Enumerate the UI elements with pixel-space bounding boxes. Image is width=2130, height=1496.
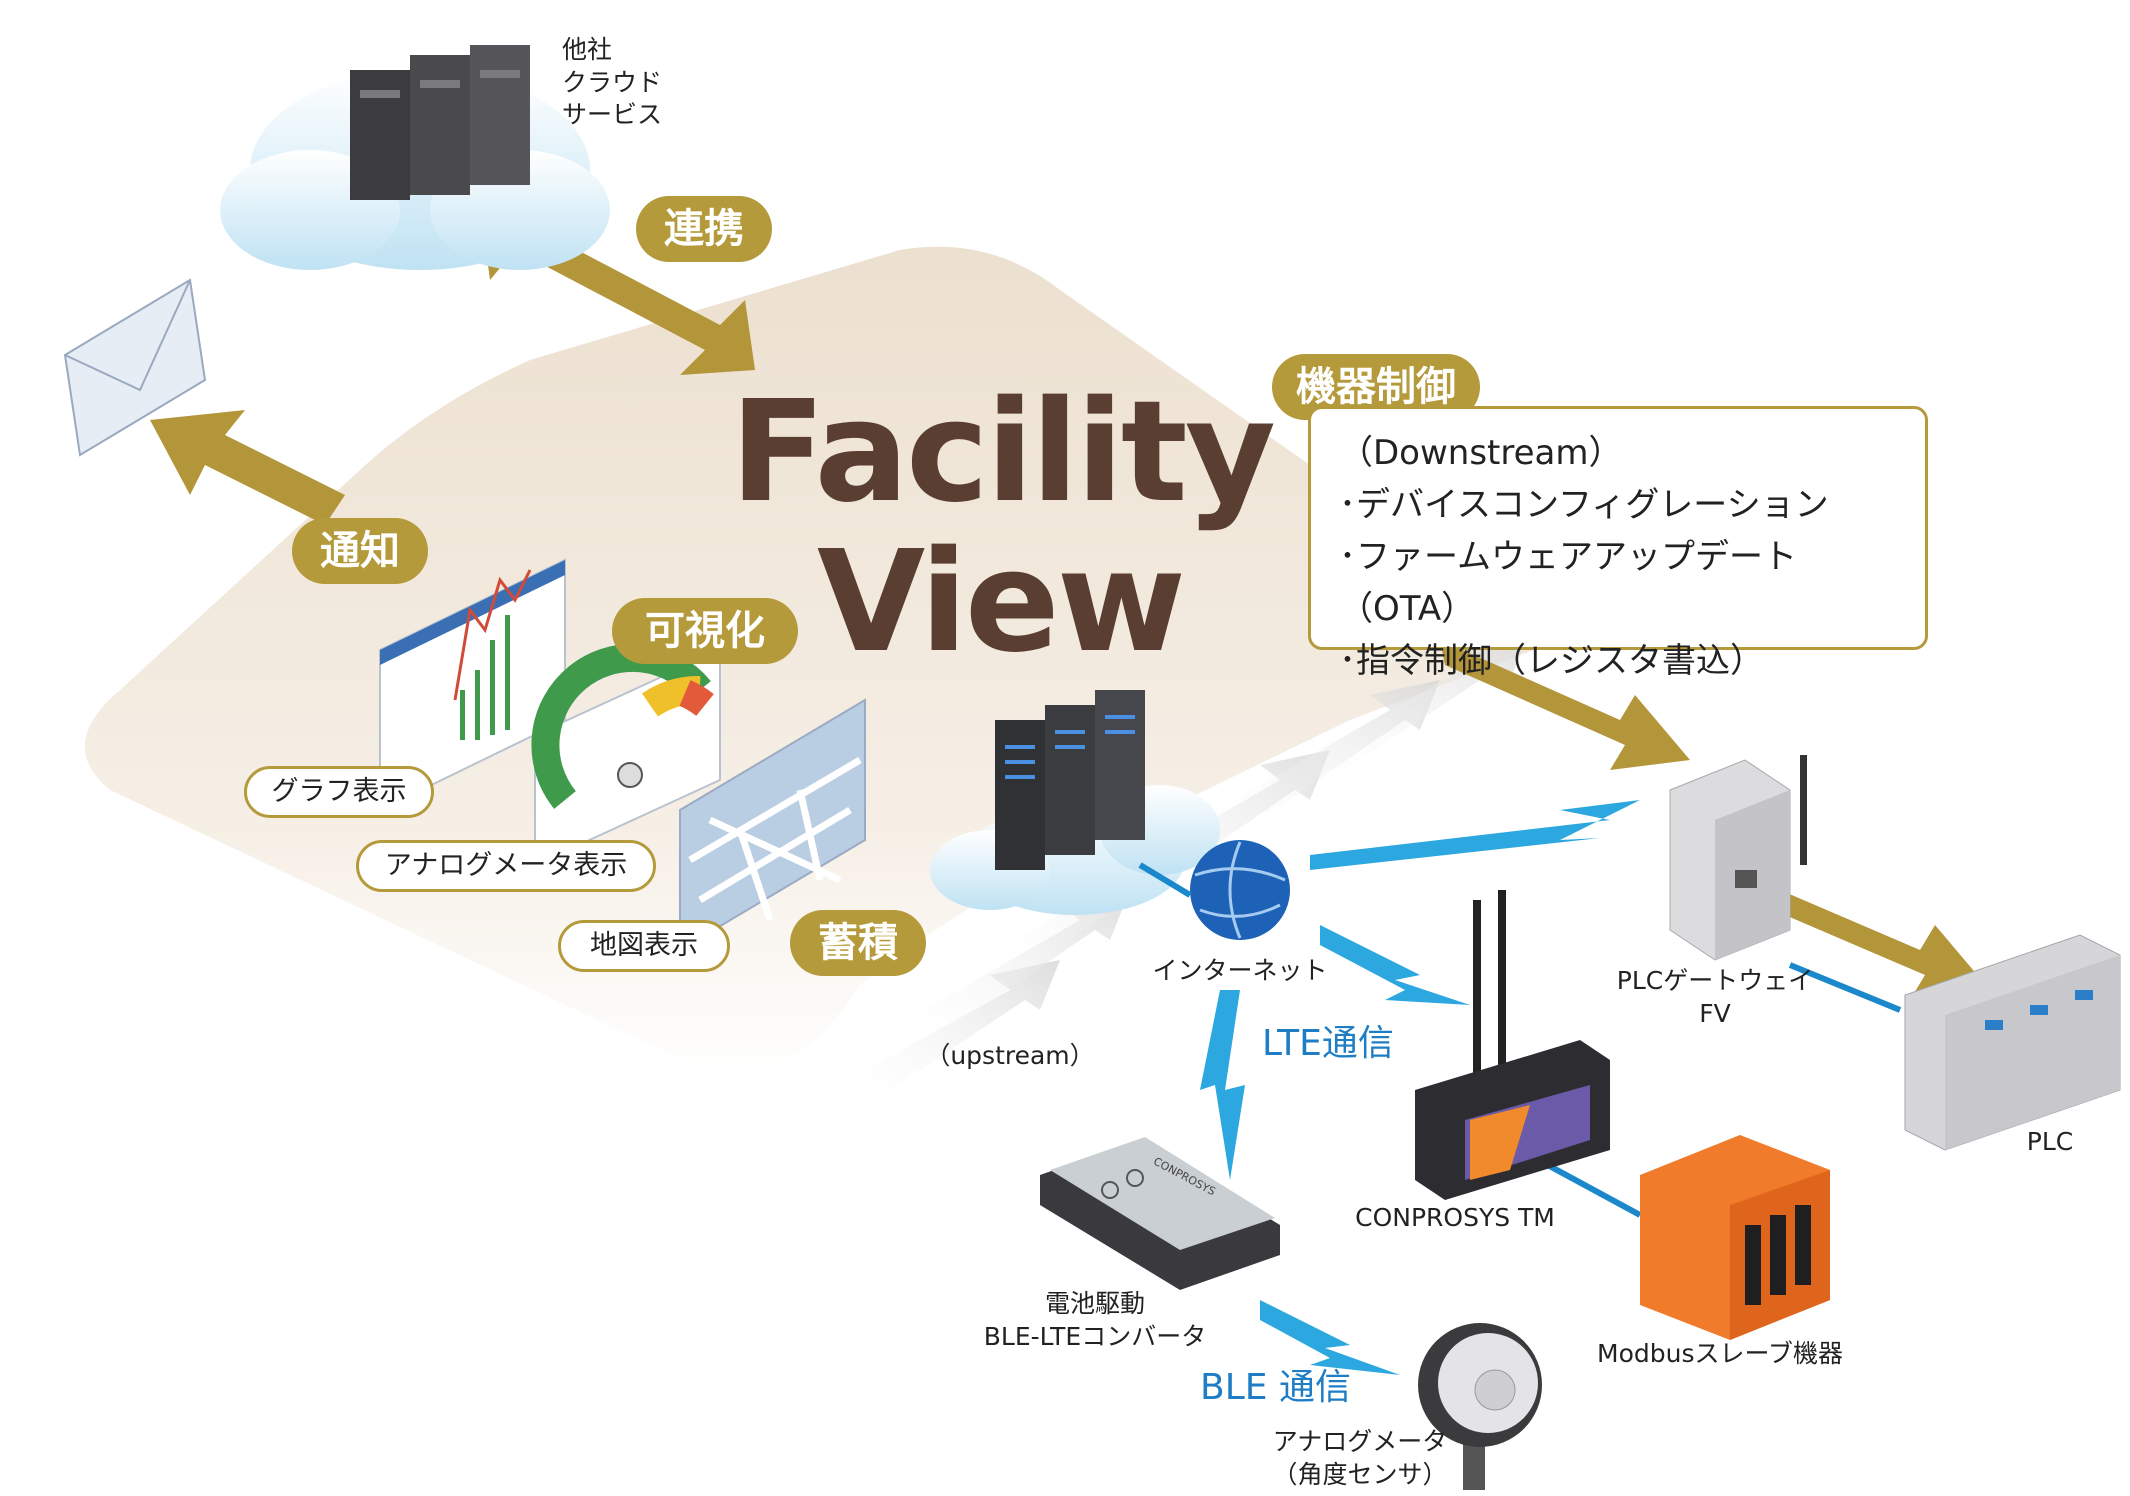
label-conprosys: CONPROSYS TM (1355, 1203, 1555, 1232)
internet-globe-icon (1190, 840, 1290, 940)
label-lte: LTE通信 (1262, 1023, 1394, 1064)
title-line2: View (816, 521, 1186, 684)
tag-graph-view: グラフ表示 (244, 766, 434, 818)
conprosys-tm-icon (1415, 890, 1610, 1200)
label-internet: インターネット (1152, 956, 1328, 985)
label-upstream: （upstream） (925, 1041, 1095, 1070)
downstream-item: ･ファームウェアアップデート（OTA） (1339, 537, 1797, 629)
analog-meter-device-icon (1418, 1323, 1542, 1490)
facility-view-title: Facility View (730, 371, 1276, 684)
graph-screen-icon (379, 558, 566, 812)
tag-tsuchi: 通知 (292, 518, 428, 584)
tag-renkei: 連携 (636, 196, 772, 262)
tag-analog-view: アナログメータ表示 (356, 840, 656, 892)
modbus-slave-icon (1640, 1135, 1830, 1340)
label-plc: PLC (2026, 1127, 2074, 1156)
wireless-bolts (1200, 800, 1640, 1375)
tag-kashika: 可視化 (612, 598, 798, 664)
other-cloud-icon (220, 45, 610, 270)
map-screen-icon (679, 698, 866, 952)
arrow-kikiseigyo (1440, 640, 1690, 770)
title-line1: Facility (730, 371, 1276, 534)
tag-chikuseki: 蓄積 (790, 910, 926, 976)
arrow-tsuchi (150, 410, 345, 525)
label-meter: アナログメータ （角度センサ） (1272, 1427, 1448, 1489)
plc-icon (1904, 934, 2121, 1151)
downstream-box: （Downstream） ･デバイスコンフィグレーション ･ファームウェアアップ… (1308, 406, 1928, 681)
label-ble: BLE 通信 (1200, 1367, 1351, 1408)
ble-lte-converter-icon (1040, 1137, 1280, 1290)
plc-gateway-icon (1669, 755, 1807, 961)
label-plc-gateway: PLCゲートウェイ FV (1616, 966, 1814, 1028)
analog-meter-screen-icon (531, 643, 721, 867)
label-converter: 電池駆動 BLE-LTEコンバータ (983, 1289, 1207, 1351)
label-modbus: Modbusスレーブ機器 (1597, 1339, 1843, 1368)
facility-view-server-icon (930, 690, 1220, 915)
downstream-item: ･デバイスコンフィグレーション (1339, 485, 1829, 525)
downstream-item: ･指令制御（レジスタ書込） (1339, 641, 1764, 681)
downstream-heading: （Downstream） (1339, 433, 1623, 473)
arrow-plc (1745, 875, 1990, 1000)
mail-icon (63, 278, 207, 457)
tag-map-view: 地図表示 (558, 920, 730, 972)
label-other-cloud: 他社 クラウド サービス (562, 35, 663, 129)
